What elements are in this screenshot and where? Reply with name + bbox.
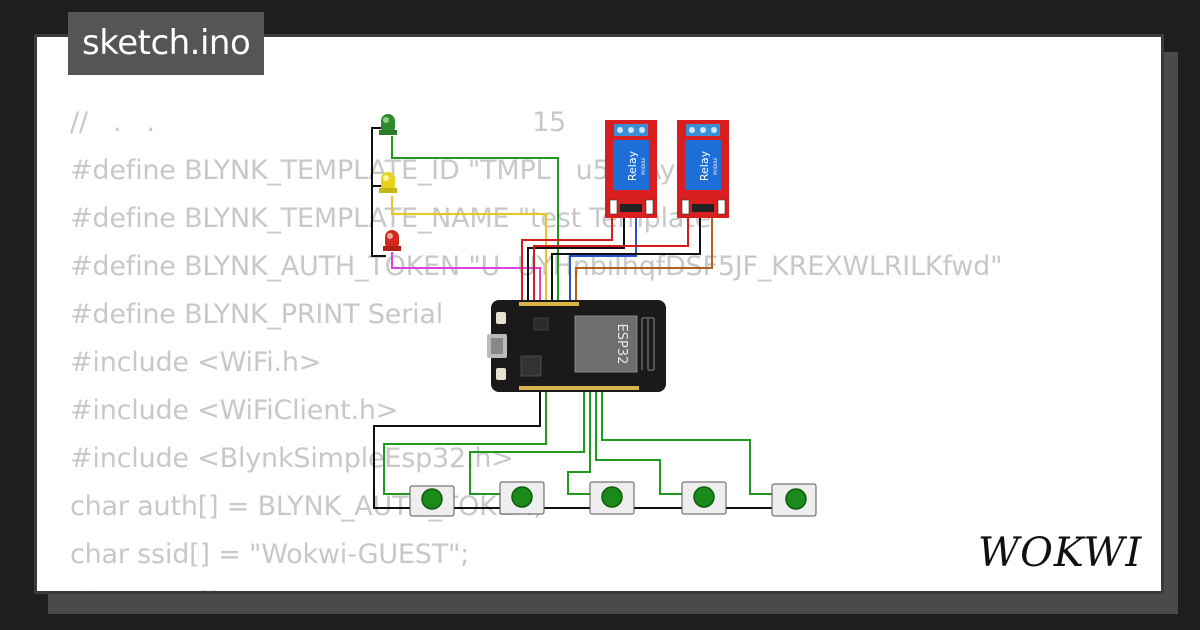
- code-line: // . . 15: [70, 107, 567, 138]
- code-line: #define BLYNK_PRINT Serial: [70, 299, 444, 330]
- terminal-screw: [628, 127, 634, 133]
- esp32-chip-shield: [574, 315, 638, 373]
- relay-module-1: Relay MODULE: [605, 120, 657, 218]
- wire-led-yellow: [391, 196, 547, 300]
- push-button-cap: [601, 486, 623, 508]
- code-line: #define BLYNK_TEMPLATE_ID "TMPL u5 Aya": [70, 155, 704, 186]
- usb-port-inner: [491, 338, 503, 354]
- wire-relay2-in: [575, 212, 713, 300]
- led-yellow-highlight: [383, 175, 389, 181]
- push-button-cap: [511, 486, 533, 508]
- led-green-rim: [379, 130, 397, 135]
- wire-btn1: [383, 392, 547, 495]
- push-button-4[interactable]: [681, 481, 727, 515]
- led-yellow: [379, 172, 397, 193]
- wire-relay1-gnd: [527, 212, 625, 300]
- push-button-2[interactable]: [499, 481, 545, 515]
- terminal-screw: [689, 127, 695, 133]
- led-red-rim: [383, 246, 401, 251]
- wire-btn4: [595, 392, 682, 495]
- board-button-icon: [496, 312, 506, 324]
- push-button-5[interactable]: [771, 483, 817, 517]
- file-title-tab[interactable]: sketch.ino: [68, 12, 265, 75]
- relay-1-led: [609, 199, 618, 215]
- push-buttons: [409, 481, 817, 517]
- push-button-3[interactable]: [589, 481, 635, 515]
- esp32-pin-header-bottom: [519, 386, 639, 390]
- relay-2-header: [692, 204, 714, 212]
- code-line: #define BLYNK_AUTH_TOKEN "U UYHnbiIhqfDS…: [70, 251, 1003, 282]
- wires: [371, 127, 772, 509]
- push-button-cap: [785, 488, 807, 510]
- led-red: [383, 230, 401, 251]
- wire-btn3: [567, 392, 591, 495]
- wire-relay2-vcc: [533, 212, 689, 300]
- push-button-cap: [693, 486, 715, 508]
- relay-1-block: [613, 140, 649, 190]
- voltage-regulator: [533, 317, 549, 331]
- wire-led-red: [391, 252, 541, 300]
- esp32-label: ESP32: [614, 324, 629, 365]
- wire-btn5: [601, 392, 772, 495]
- wire-relay2-gnd: [551, 212, 701, 300]
- esp32-board: ESP32: [487, 300, 666, 392]
- terminal-screw: [639, 127, 645, 133]
- wire-relay1-in: [569, 212, 637, 300]
- antenna-icon: [641, 317, 655, 371]
- terminal-screw: [617, 127, 623, 133]
- relay-2-sub: MODULE: [713, 157, 718, 175]
- relay-1-header: [620, 204, 642, 212]
- relay-2-led: [717, 199, 726, 215]
- led-green-highlight: [383, 117, 389, 123]
- relay-2-block: [685, 140, 721, 190]
- relay-2-label: Relay: [698, 150, 711, 181]
- code-line: #include <WiFiClient.h>: [70, 395, 399, 426]
- relay-1-sub: MODULE: [641, 157, 646, 175]
- wokwi-logo-text: WOKWI: [978, 530, 1142, 576]
- relay-module-2: Relay MODULE: [677, 120, 729, 218]
- esp32-pin-header-top: [519, 302, 579, 306]
- led-yellow-rim: [379, 188, 397, 193]
- usb-chip: [520, 355, 542, 377]
- code-line: char auth[] = BLYNK_AUTH_TOKEN;: [70, 491, 543, 522]
- code-line: char ssid[] = "Wokwi-GUEST";: [70, 539, 470, 570]
- board-button-icon: [496, 368, 506, 380]
- terminal-screw: [711, 127, 717, 133]
- relay-1-label: Relay: [626, 150, 639, 181]
- push-button-1[interactable]: [409, 485, 455, 517]
- wokwi-logo: WOKWI: [978, 530, 1142, 576]
- wire-led-green: [391, 136, 559, 300]
- code-line: char pass[] = "";: [70, 579, 1002, 591]
- push-button-cap: [421, 488, 443, 510]
- wire-btn2: [469, 392, 585, 495]
- code-line: #include <WiFi.h>: [70, 347, 322, 378]
- terminal-screw: [700, 127, 706, 133]
- led-red-highlight: [387, 233, 393, 239]
- wire-btn-gnd: [373, 392, 541, 509]
- relay-2-led: [681, 199, 690, 215]
- relay-1-led: [645, 199, 654, 215]
- wire-relay1-vcc: [521, 212, 613, 300]
- code-line: #include <BlynkSimpleEsp32.h>: [70, 443, 514, 474]
- led-green: [379, 114, 397, 135]
